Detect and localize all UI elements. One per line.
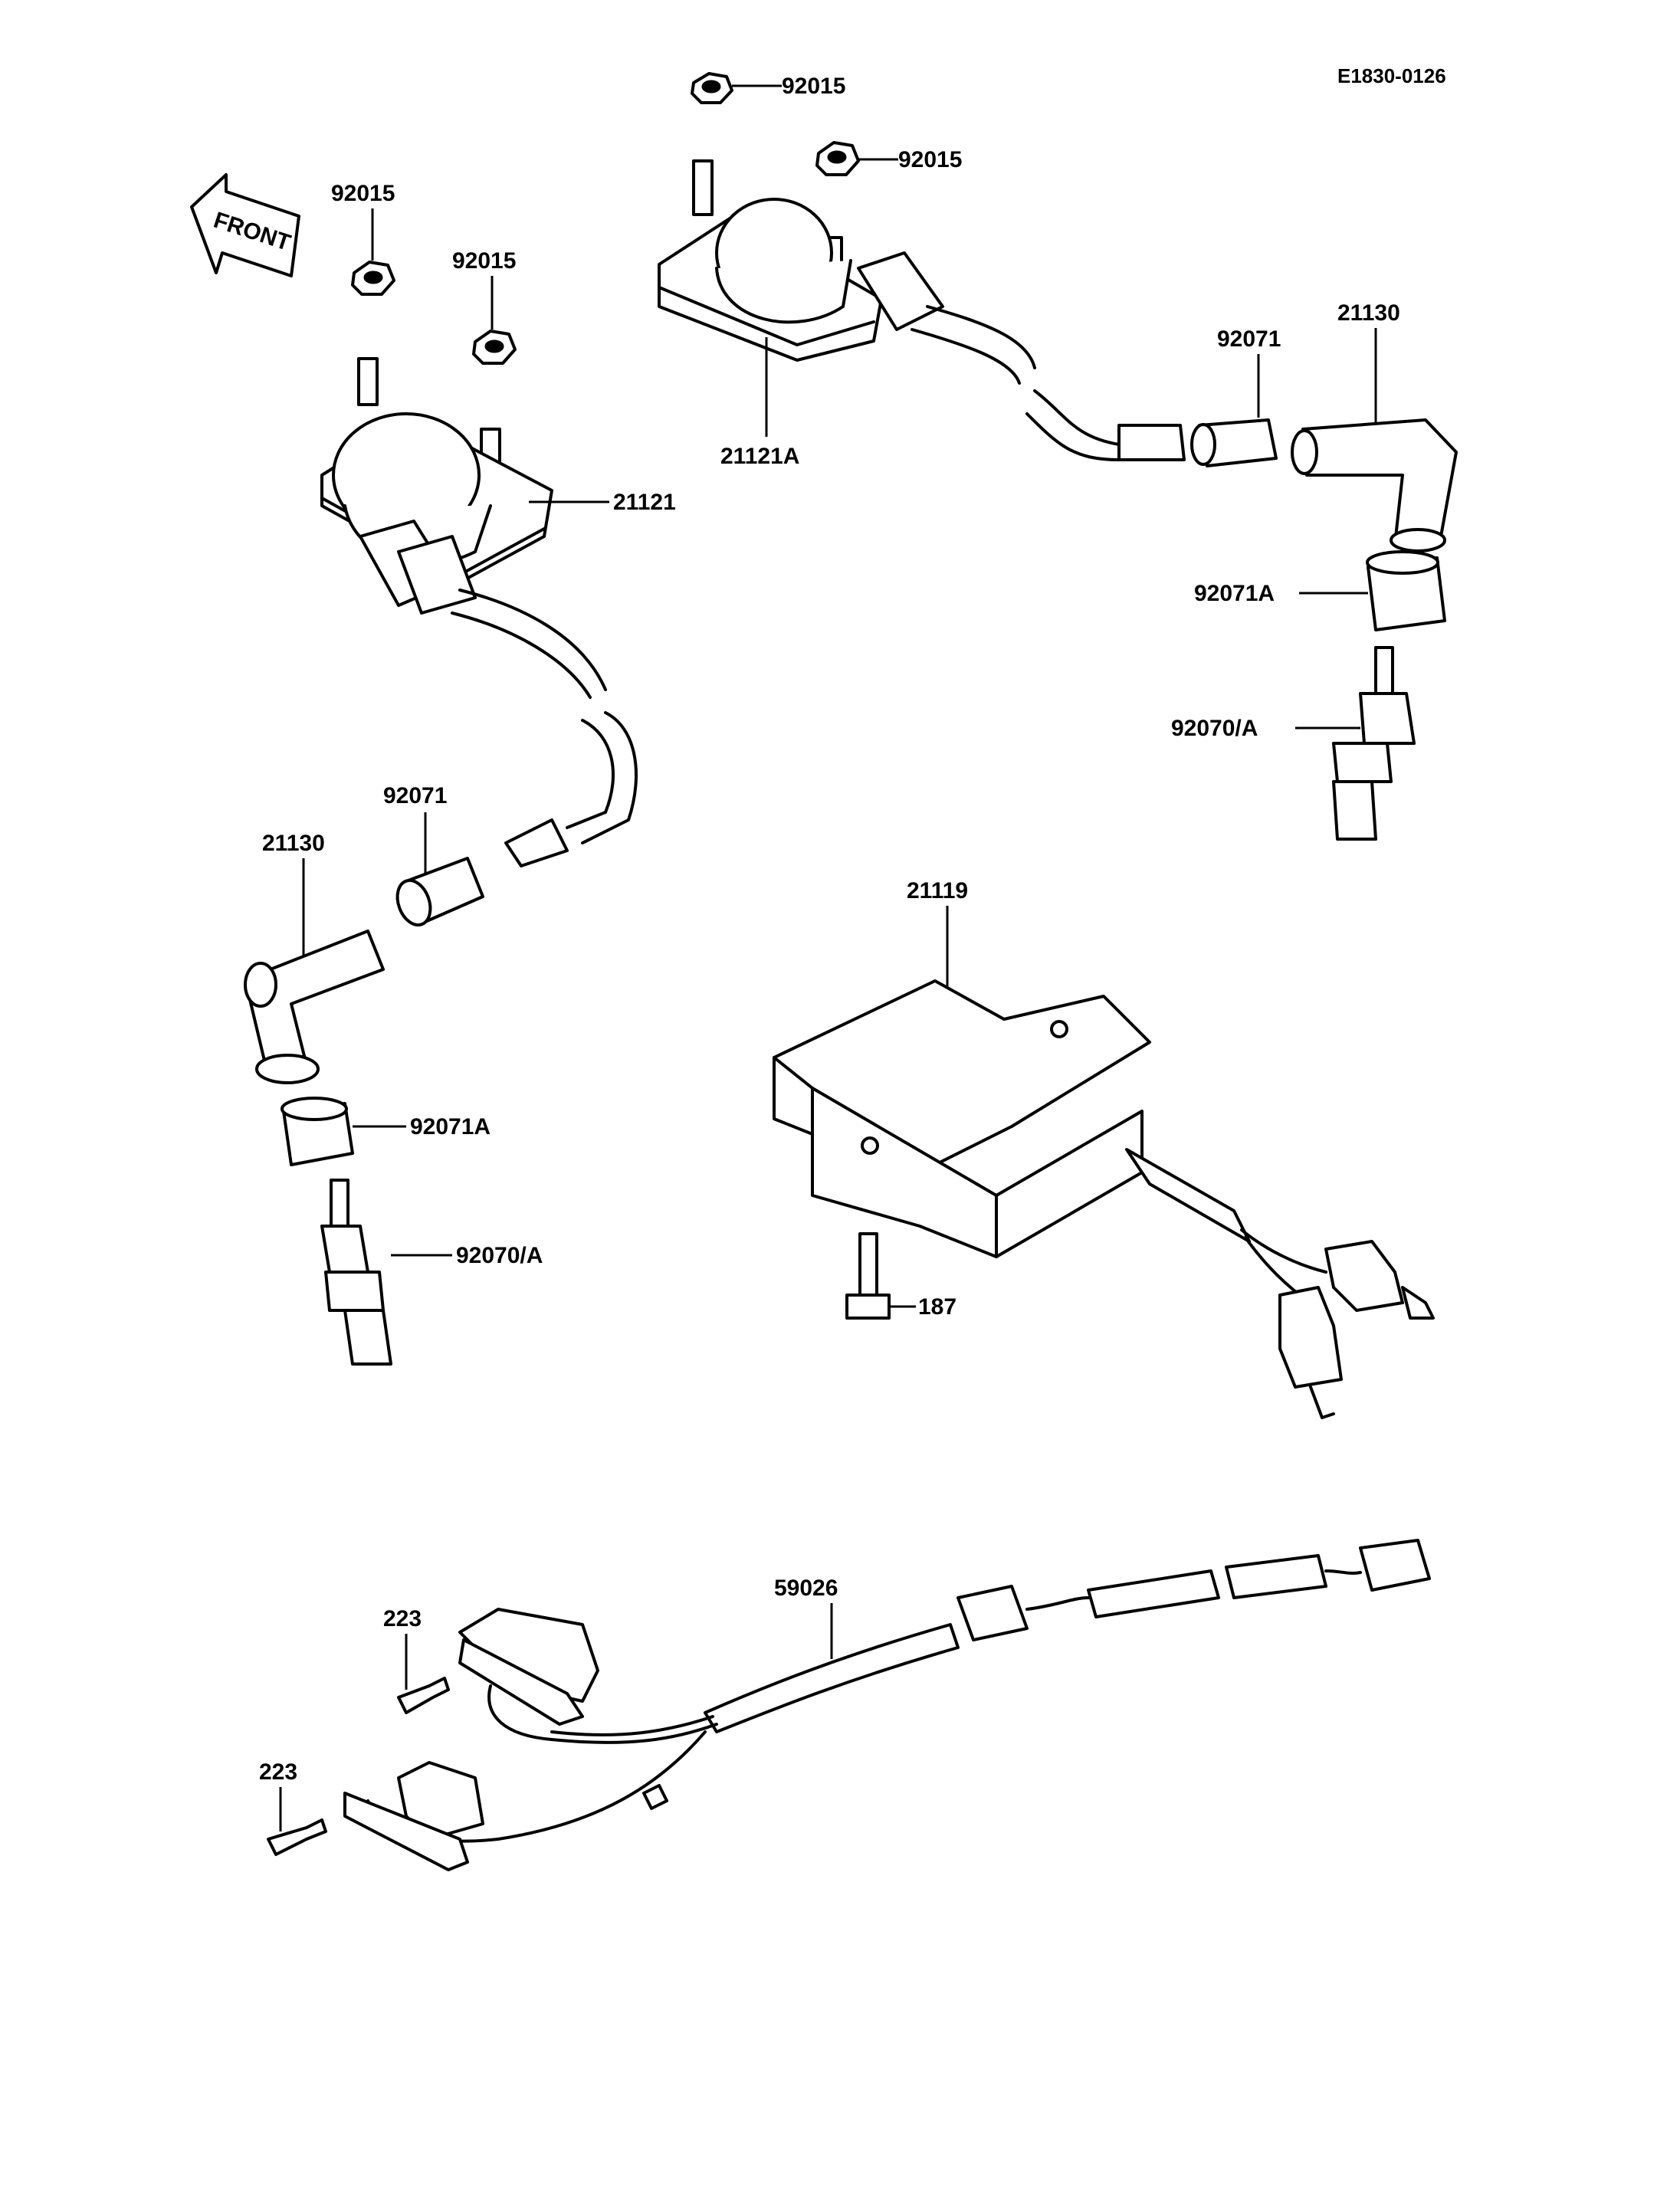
diagram-code: E1830-0126 [1337, 64, 1446, 87]
label-coil-right: 21121A [720, 444, 799, 469]
label-nut-left-2: 92015 [452, 248, 516, 274]
label-nut-left-1: 92015 [331, 181, 395, 206]
label-coil-left: 21121 [613, 490, 676, 515]
plug-cap-connector-left: 92071 [383, 783, 484, 927]
label-spark-plug-right: 92070/A [1171, 716, 1258, 741]
plug-cap-left: 21130 [244, 831, 385, 1084]
nut-top-2: 92015 [815, 141, 962, 176]
label-nut-top-1: 92015 [782, 74, 845, 99]
boot-left: 92071A [281, 1097, 491, 1166]
label-nut-top-2: 92015 [898, 147, 962, 172]
spark-plug-right: 92070/A [1171, 646, 1416, 841]
nut-left-1: 92015 [331, 181, 395, 296]
label-igniter: 21119 [907, 878, 968, 903]
label-plug-cap-right: 21130 [1337, 300, 1400, 326]
ignition-coil-left: 21121 [320, 357, 676, 867]
label-cap-left: 92071 [383, 783, 447, 808]
pickup-coil-harness: 59026 223 223 [259, 1539, 1431, 1871]
label-pickup-harness: 59026 [774, 1576, 838, 1601]
label-spark-plug-left: 92070/A [456, 1243, 543, 1268]
label-boot-left: 92071A [410, 1114, 491, 1139]
igniter-unit: 21119 187 [773, 878, 1435, 1419]
ignition-coil-right: 21121A [658, 159, 1186, 469]
label-igniter-bolt: 187 [918, 1294, 956, 1320]
plug-cap-right: 21130 [1291, 300, 1458, 553]
label-pickup-screw-lower: 223 [259, 1759, 297, 1785]
boot-right: 92071A [1194, 550, 1446, 631]
label-cap-right: 92071 [1217, 326, 1281, 352]
label-boot-right: 92071A [1194, 581, 1275, 606]
spark-plug-left: 92070/A [320, 1179, 543, 1366]
nut-top-1: 92015 [691, 72, 845, 104]
front-arrow: FRONT [190, 173, 300, 277]
plug-cap-connector-right: 92071 [1190, 326, 1281, 467]
label-pickup-screw-upper: 223 [383, 1606, 422, 1631]
label-plug-cap-left: 21130 [262, 831, 325, 856]
nut-left-2: 92015 [452, 248, 517, 365]
